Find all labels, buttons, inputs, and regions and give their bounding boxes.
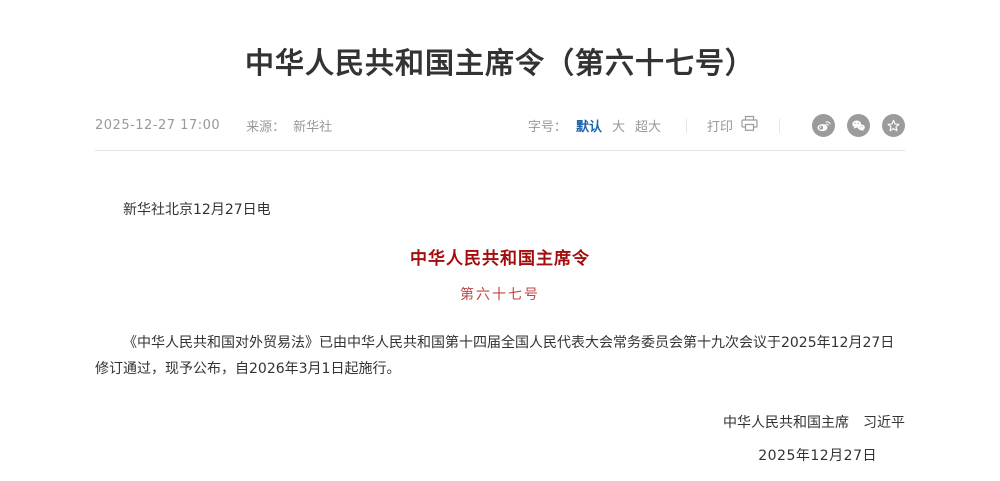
font-size-xlarge-button[interactable]: 超大	[634, 120, 661, 135]
meta-right: 字号： 默认 大 超大 打印	[528, 114, 905, 137]
favorite-star-icon[interactable]	[882, 114, 905, 137]
printer-icon	[740, 115, 759, 136]
wechat-icon[interactable]	[847, 114, 870, 137]
meta-left: 2025-12-27 17:00 来源： 新华社	[95, 116, 332, 135]
decree-text: 《中华人民共和国对外贸易法》已由中华人民共和国第十四届全国人民代表大会常务委员会…	[95, 335, 895, 377]
page-title: 中华人民共和国主席令（第六十七号）	[244, 46, 755, 80]
print-label: 打印	[706, 120, 733, 135]
decree-number: 第六十七号	[460, 287, 540, 303]
divider	[779, 118, 780, 133]
decree-title: 中华人民共和国主席令	[410, 249, 590, 269]
source-name: 新华社	[293, 120, 333, 135]
signature-line: 中华人民共和国主席 习近平	[723, 415, 905, 431]
source-label: 来源：	[246, 120, 286, 135]
publish-datetime: 2025-12-27 17:00	[95, 118, 221, 133]
share-buttons	[800, 114, 905, 137]
font-size-default-button[interactable]: 默认	[575, 120, 602, 135]
dateline: 新华社北京12月27日电	[123, 202, 271, 218]
font-size-label: 字号：	[527, 120, 567, 135]
article-body: 新华社北京12月27日电 中华人民共和国主席令 第六十七号 《中华人民共和国对外…	[95, 199, 905, 465]
meta-bar: 2025-12-27 17:00 来源： 新华社 字号： 默认 大 超大 打印	[95, 114, 905, 151]
signature-date: 2025年12月27日	[758, 448, 877, 464]
weibo-icon[interactable]	[812, 114, 835, 137]
font-size-large-button[interactable]: 大	[611, 120, 625, 135]
divider	[685, 118, 687, 133]
print-button[interactable]: 打印	[707, 115, 759, 136]
